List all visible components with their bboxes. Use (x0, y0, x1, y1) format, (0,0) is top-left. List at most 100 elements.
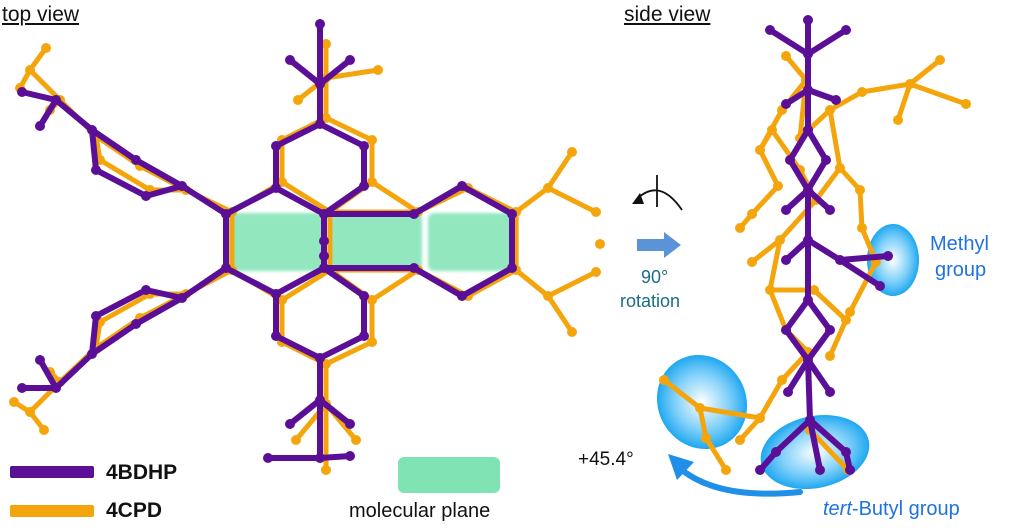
methyl-label-line1: Methyl (930, 233, 989, 255)
bond (143, 287, 185, 301)
atom (747, 257, 757, 267)
bond (807, 417, 823, 473)
atom (805, 415, 815, 425)
atom (35, 121, 45, 131)
bond (697, 405, 763, 421)
atom (17, 87, 27, 97)
atom (25, 407, 35, 417)
atom (91, 311, 101, 321)
bond (661, 377, 703, 411)
bond (279, 179, 333, 215)
bond (857, 187, 865, 231)
atom (755, 413, 765, 423)
bond (273, 265, 327, 297)
atom (835, 255, 845, 265)
atom (319, 263, 329, 273)
bond (133, 157, 185, 189)
bond (317, 333, 367, 361)
bond (369, 179, 421, 215)
atom (359, 331, 369, 341)
bond (273, 121, 323, 149)
bond (133, 295, 185, 327)
atom (271, 289, 281, 299)
atom (857, 223, 867, 233)
bond (895, 81, 913, 123)
bond (757, 377, 785, 421)
atom (351, 435, 361, 445)
bond (813, 165, 843, 203)
atom (781, 51, 791, 61)
bond (767, 237, 783, 293)
bond (785, 357, 811, 395)
atom (567, 147, 577, 157)
bond (827, 107, 843, 171)
bond (465, 267, 519, 299)
atom (781, 205, 791, 215)
atom (319, 236, 329, 246)
bond (807, 417, 849, 455)
atom (803, 295, 813, 305)
bond (37, 357, 59, 391)
atom (51, 95, 61, 105)
legend-plane-label: molecular plane (349, 500, 491, 522)
bond (787, 157, 811, 193)
bond (89, 321, 139, 357)
atom (893, 115, 903, 125)
atom (767, 125, 777, 135)
atom (831, 95, 841, 105)
bond (89, 127, 99, 173)
atom (803, 235, 813, 245)
atom (695, 403, 705, 413)
bond (811, 287, 849, 323)
atom (17, 383, 27, 393)
atom (803, 355, 813, 365)
atom (825, 205, 835, 215)
plane-box-2 (330, 213, 422, 271)
atom (815, 465, 825, 475)
atom (457, 291, 467, 301)
atom (855, 185, 865, 195)
atom (785, 155, 795, 165)
bond (143, 183, 185, 199)
atom (591, 267, 601, 277)
bond (805, 327, 833, 363)
atom (841, 25, 851, 35)
atom (35, 355, 45, 365)
atom (781, 255, 791, 265)
atom (825, 105, 835, 115)
rotation-angle-label: 90° (641, 267, 669, 287)
bond (317, 397, 353, 427)
bond (287, 57, 323, 87)
atom (781, 99, 791, 109)
atom (271, 331, 281, 341)
atom (659, 375, 669, 385)
atom (221, 209, 231, 219)
bond (787, 127, 811, 163)
atom (373, 65, 383, 75)
bond (317, 121, 367, 149)
atom (835, 163, 845, 173)
atom (803, 49, 813, 59)
atom (773, 181, 783, 191)
bond (323, 115, 375, 143)
atom (345, 451, 355, 461)
tert-butyl-highlight-left (656, 354, 748, 450)
bond (827, 89, 865, 113)
atom (39, 425, 49, 435)
bond (223, 265, 279, 297)
atom (409, 209, 419, 219)
bond (321, 183, 367, 217)
atom (765, 285, 775, 295)
legend-plane-swatch (398, 457, 500, 493)
atom (857, 87, 867, 97)
atom (271, 183, 281, 193)
bond (847, 259, 879, 315)
atom (25, 65, 35, 75)
bond (767, 287, 789, 333)
atom (141, 285, 151, 295)
atom (755, 145, 765, 155)
rotation-arrow-icon (637, 232, 681, 258)
atom (315, 119, 325, 129)
bond (805, 297, 833, 333)
